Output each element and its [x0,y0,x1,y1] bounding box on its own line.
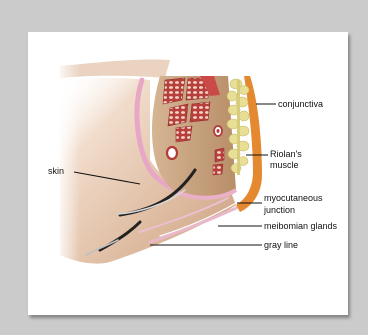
label-gray-line: gray line [264,240,298,250]
label-myocutaneous-junction-line1: myocutaneous [264,193,323,203]
label-riolans-muscle-line1: Riolan's [270,149,302,159]
label-meibomian-glands: meibomian glands [264,221,338,231]
label-conjunctiva: conjunctiva [278,99,323,109]
left-fade [55,60,80,265]
label-skin: skin [48,166,64,176]
label-myocutaneous-junction-line2: junction [263,205,295,215]
label-riolans-muscle-line2: muscle [270,160,299,170]
